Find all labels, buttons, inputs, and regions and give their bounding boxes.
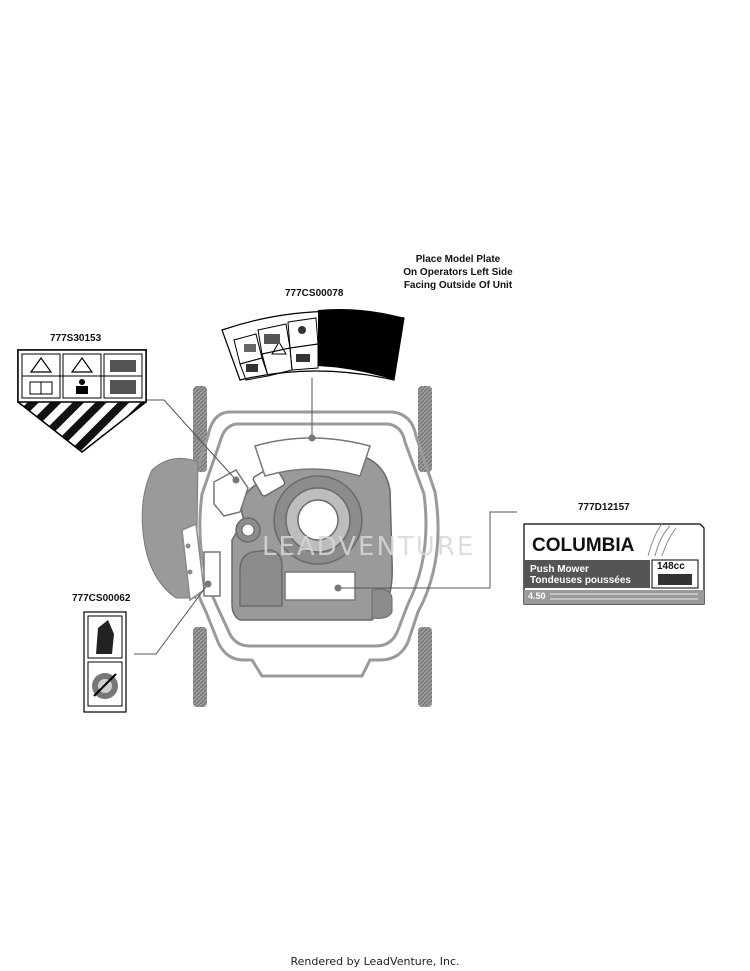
decal-location-777cs00078 [254,437,371,477]
fuel-tank [239,549,283,607]
decal-777s30153 [17,349,147,453]
note-line-1: Place Model Plate [415,254,501,265]
brand-name: COLUMBIA [532,535,635,556]
engine-displacement: 148cc [657,561,685,572]
model-plate-note: Place Model Plate On Operators Left Side… [378,253,538,292]
part-label-777cs00062: 777CS00062 [72,593,131,604]
part-label-777s30153: 777S30153 [50,333,102,344]
rating-value: 4.50 [528,591,546,601]
muffler [371,588,393,619]
leader-lines [134,378,517,655]
footer-credit: Rendered by LeadVenture, Inc. [290,955,460,968]
decal-777d12157 [523,523,705,605]
decal-777cs00078 [221,309,405,381]
note-line-2: On Operators Left Side [403,267,513,278]
product-name-fr: Tondeuses poussées [530,575,631,586]
leader-777s30153 [146,399,237,481]
wheel-rear-right [418,627,432,707]
decal-location-777s30153 [213,469,249,517]
note-line-3: Facing Outside Of Unit [403,280,513,291]
wheel-rear-left [193,627,207,707]
product-name-en: Push Mower [530,564,589,575]
engine [231,451,393,621]
watermark: LEADVENTURE [262,532,476,562]
decal-location-777d12157 [284,571,356,601]
decal-location-777cs00062 [203,551,221,597]
part-label-777cs00078: 777CS00078 [285,288,344,299]
leader-777d12157 [338,511,517,589]
part-label-777d12157: 777D12157 [578,502,630,513]
decal-777cs00062 [83,611,127,713]
side-chute [141,457,199,599]
leader-777cs00062 [134,583,209,655]
